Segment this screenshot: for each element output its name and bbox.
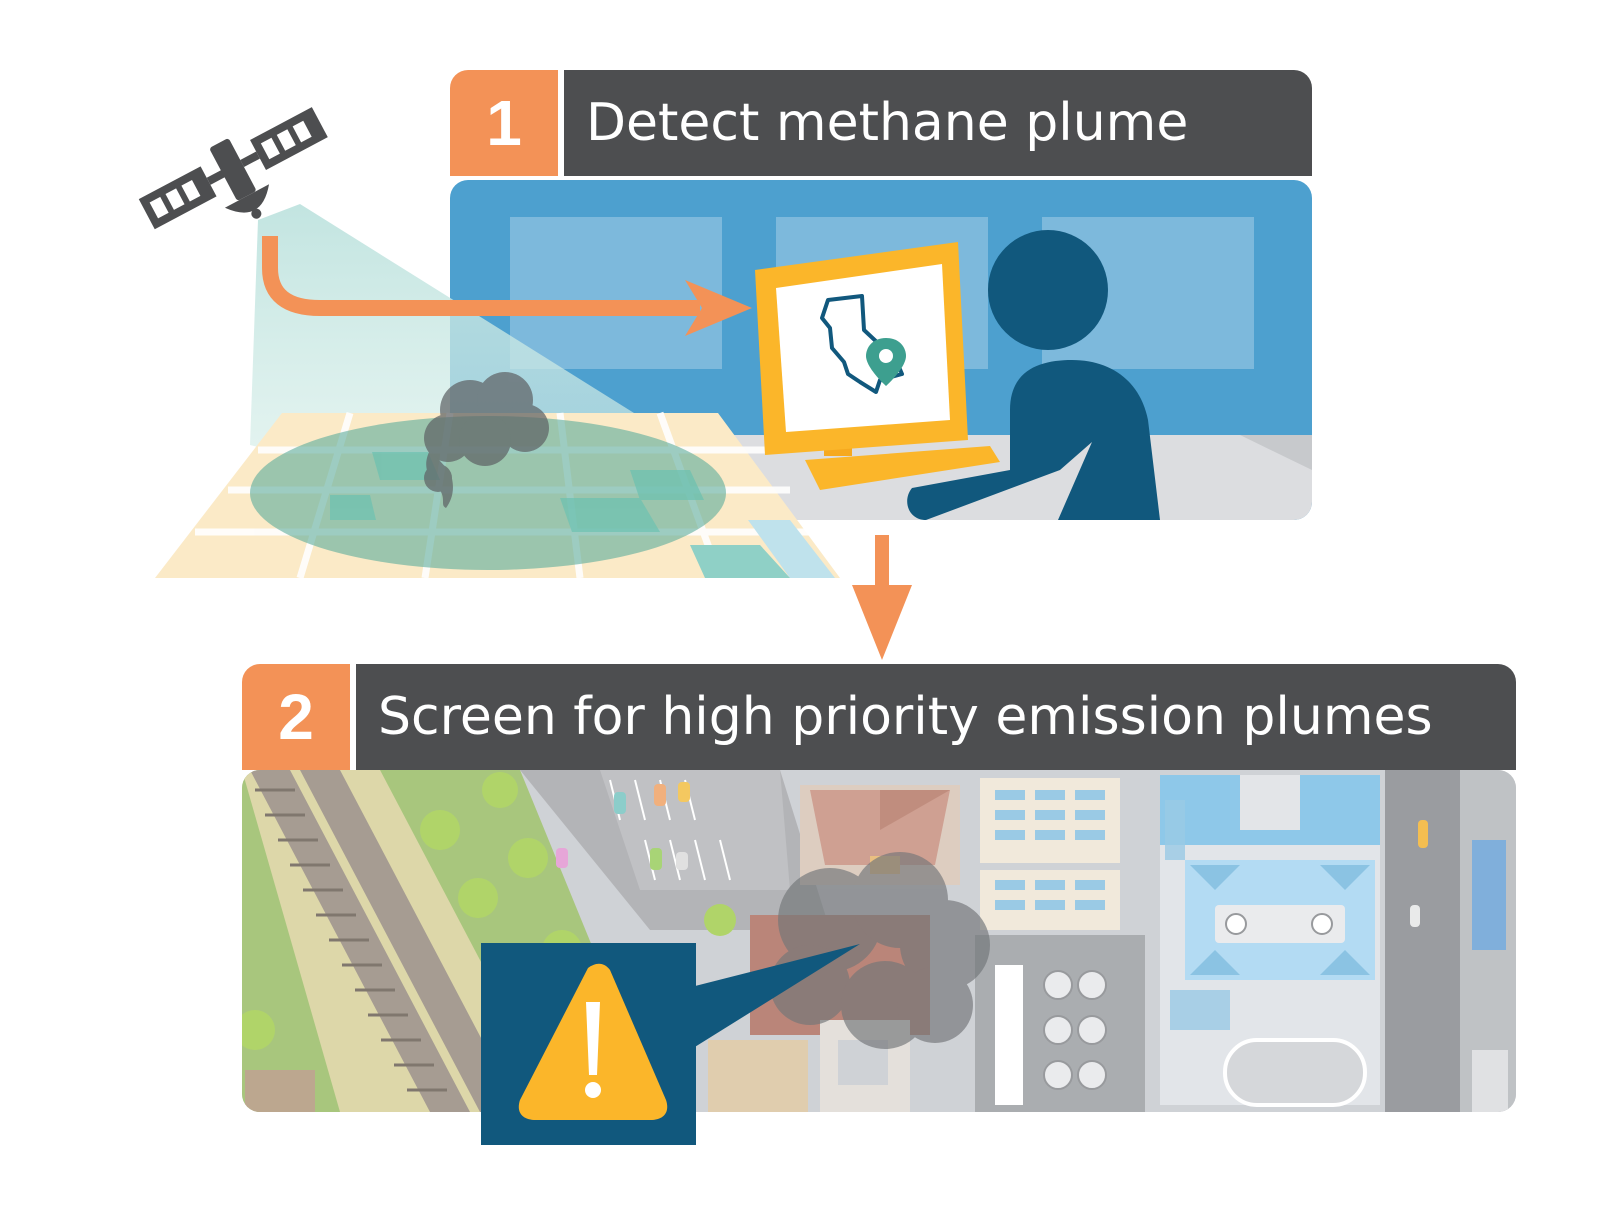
car bbox=[1418, 820, 1428, 848]
methane-plume-icon bbox=[770, 852, 990, 1049]
parked-car bbox=[556, 782, 690, 870]
monitor-icon bbox=[755, 242, 1000, 490]
step-1-header: 1 Detect methane plume bbox=[450, 70, 1312, 176]
methane-plume-icon bbox=[424, 372, 549, 508]
step-1-number: 1 bbox=[450, 70, 558, 176]
step-separator bbox=[350, 664, 356, 770]
step-1-title: Detect methane plume bbox=[564, 70, 1312, 176]
building bbox=[1160, 775, 1380, 1107]
step-2-number: 2 bbox=[242, 664, 350, 770]
data-flow-arrow bbox=[262, 236, 700, 316]
railway-track bbox=[250, 770, 520, 1112]
city-aerial-panel bbox=[242, 770, 1516, 1112]
location-pin-icon bbox=[866, 338, 906, 386]
step-2-title: Screen for high priority emission plumes bbox=[356, 664, 1516, 770]
satellite-icon bbox=[138, 107, 328, 230]
step-2-header: 2 Screen for high priority emission plum… bbox=[242, 664, 1516, 770]
warning-icon bbox=[518, 963, 668, 1120]
car bbox=[1410, 905, 1420, 927]
building bbox=[975, 778, 1145, 1112]
office-window bbox=[510, 217, 722, 369]
ground-map bbox=[155, 411, 840, 580]
down-arrow bbox=[852, 535, 912, 660]
person-icon bbox=[907, 230, 1160, 520]
step-separator bbox=[558, 70, 564, 176]
california-map-icon bbox=[820, 294, 904, 394]
